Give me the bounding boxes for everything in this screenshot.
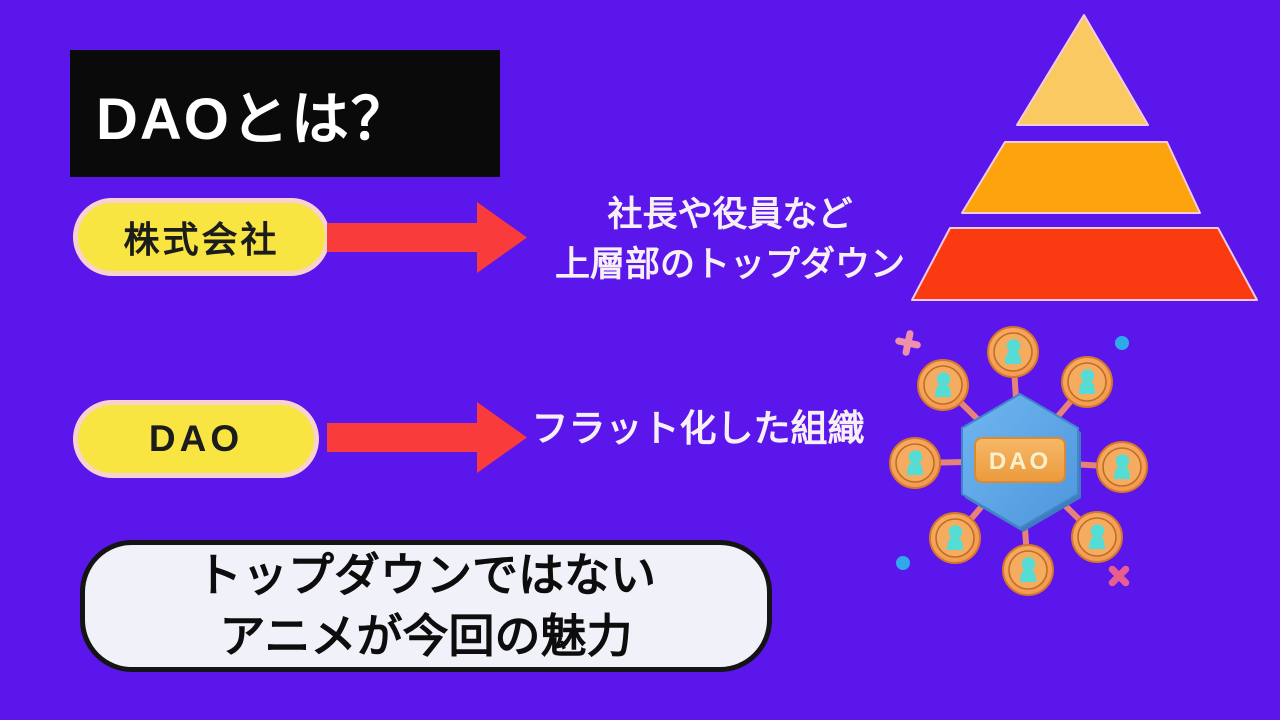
company-label: 株式会社 — [123, 219, 280, 260]
sparkle-plus-icon — [1108, 565, 1130, 587]
title-box: DAOとは？ — [70, 50, 500, 177]
dao-badge — [974, 437, 1066, 483]
dao-badge-label: DAO — [989, 448, 1051, 475]
pyramid-middle-tier — [961, 141, 1201, 214]
note-line1: トップダウンではない — [196, 549, 656, 601]
note-box: トップダウンではない アニメが今回の魅力 — [80, 540, 772, 672]
company-description: 社長や役員など 上層部のトップダウン — [535, 190, 925, 290]
dao-description: フラット化した組織 — [513, 403, 883, 455]
company-description-line1: 社長や役員など — [607, 195, 853, 234]
pyramid-hierarchy-icon — [911, 14, 1258, 301]
page-title: DAOとは？ — [96, 86, 411, 152]
sparkle-plus-icon — [895, 330, 921, 356]
note-line2: アニメが今回の魅力 — [219, 610, 633, 662]
label-pill-company: 株式会社 — [73, 198, 330, 276]
dot-decoration — [896, 556, 910, 570]
arrow-right-icon — [327, 402, 527, 473]
arrow-right-icon — [327, 202, 527, 273]
company-description-line2: 上層部のトップダウン — [554, 245, 905, 284]
dao-network-icon: DAO — [889, 326, 1148, 596]
dao-description-line1: フラット化した組織 — [531, 408, 865, 449]
dot-decoration — [1115, 336, 1129, 350]
pyramid-top-tier — [1016, 14, 1149, 126]
pyramid-bottom-tier — [911, 227, 1258, 301]
dao-label: DAO — [148, 418, 244, 459]
label-pill-dao: DAO — [73, 400, 319, 478]
